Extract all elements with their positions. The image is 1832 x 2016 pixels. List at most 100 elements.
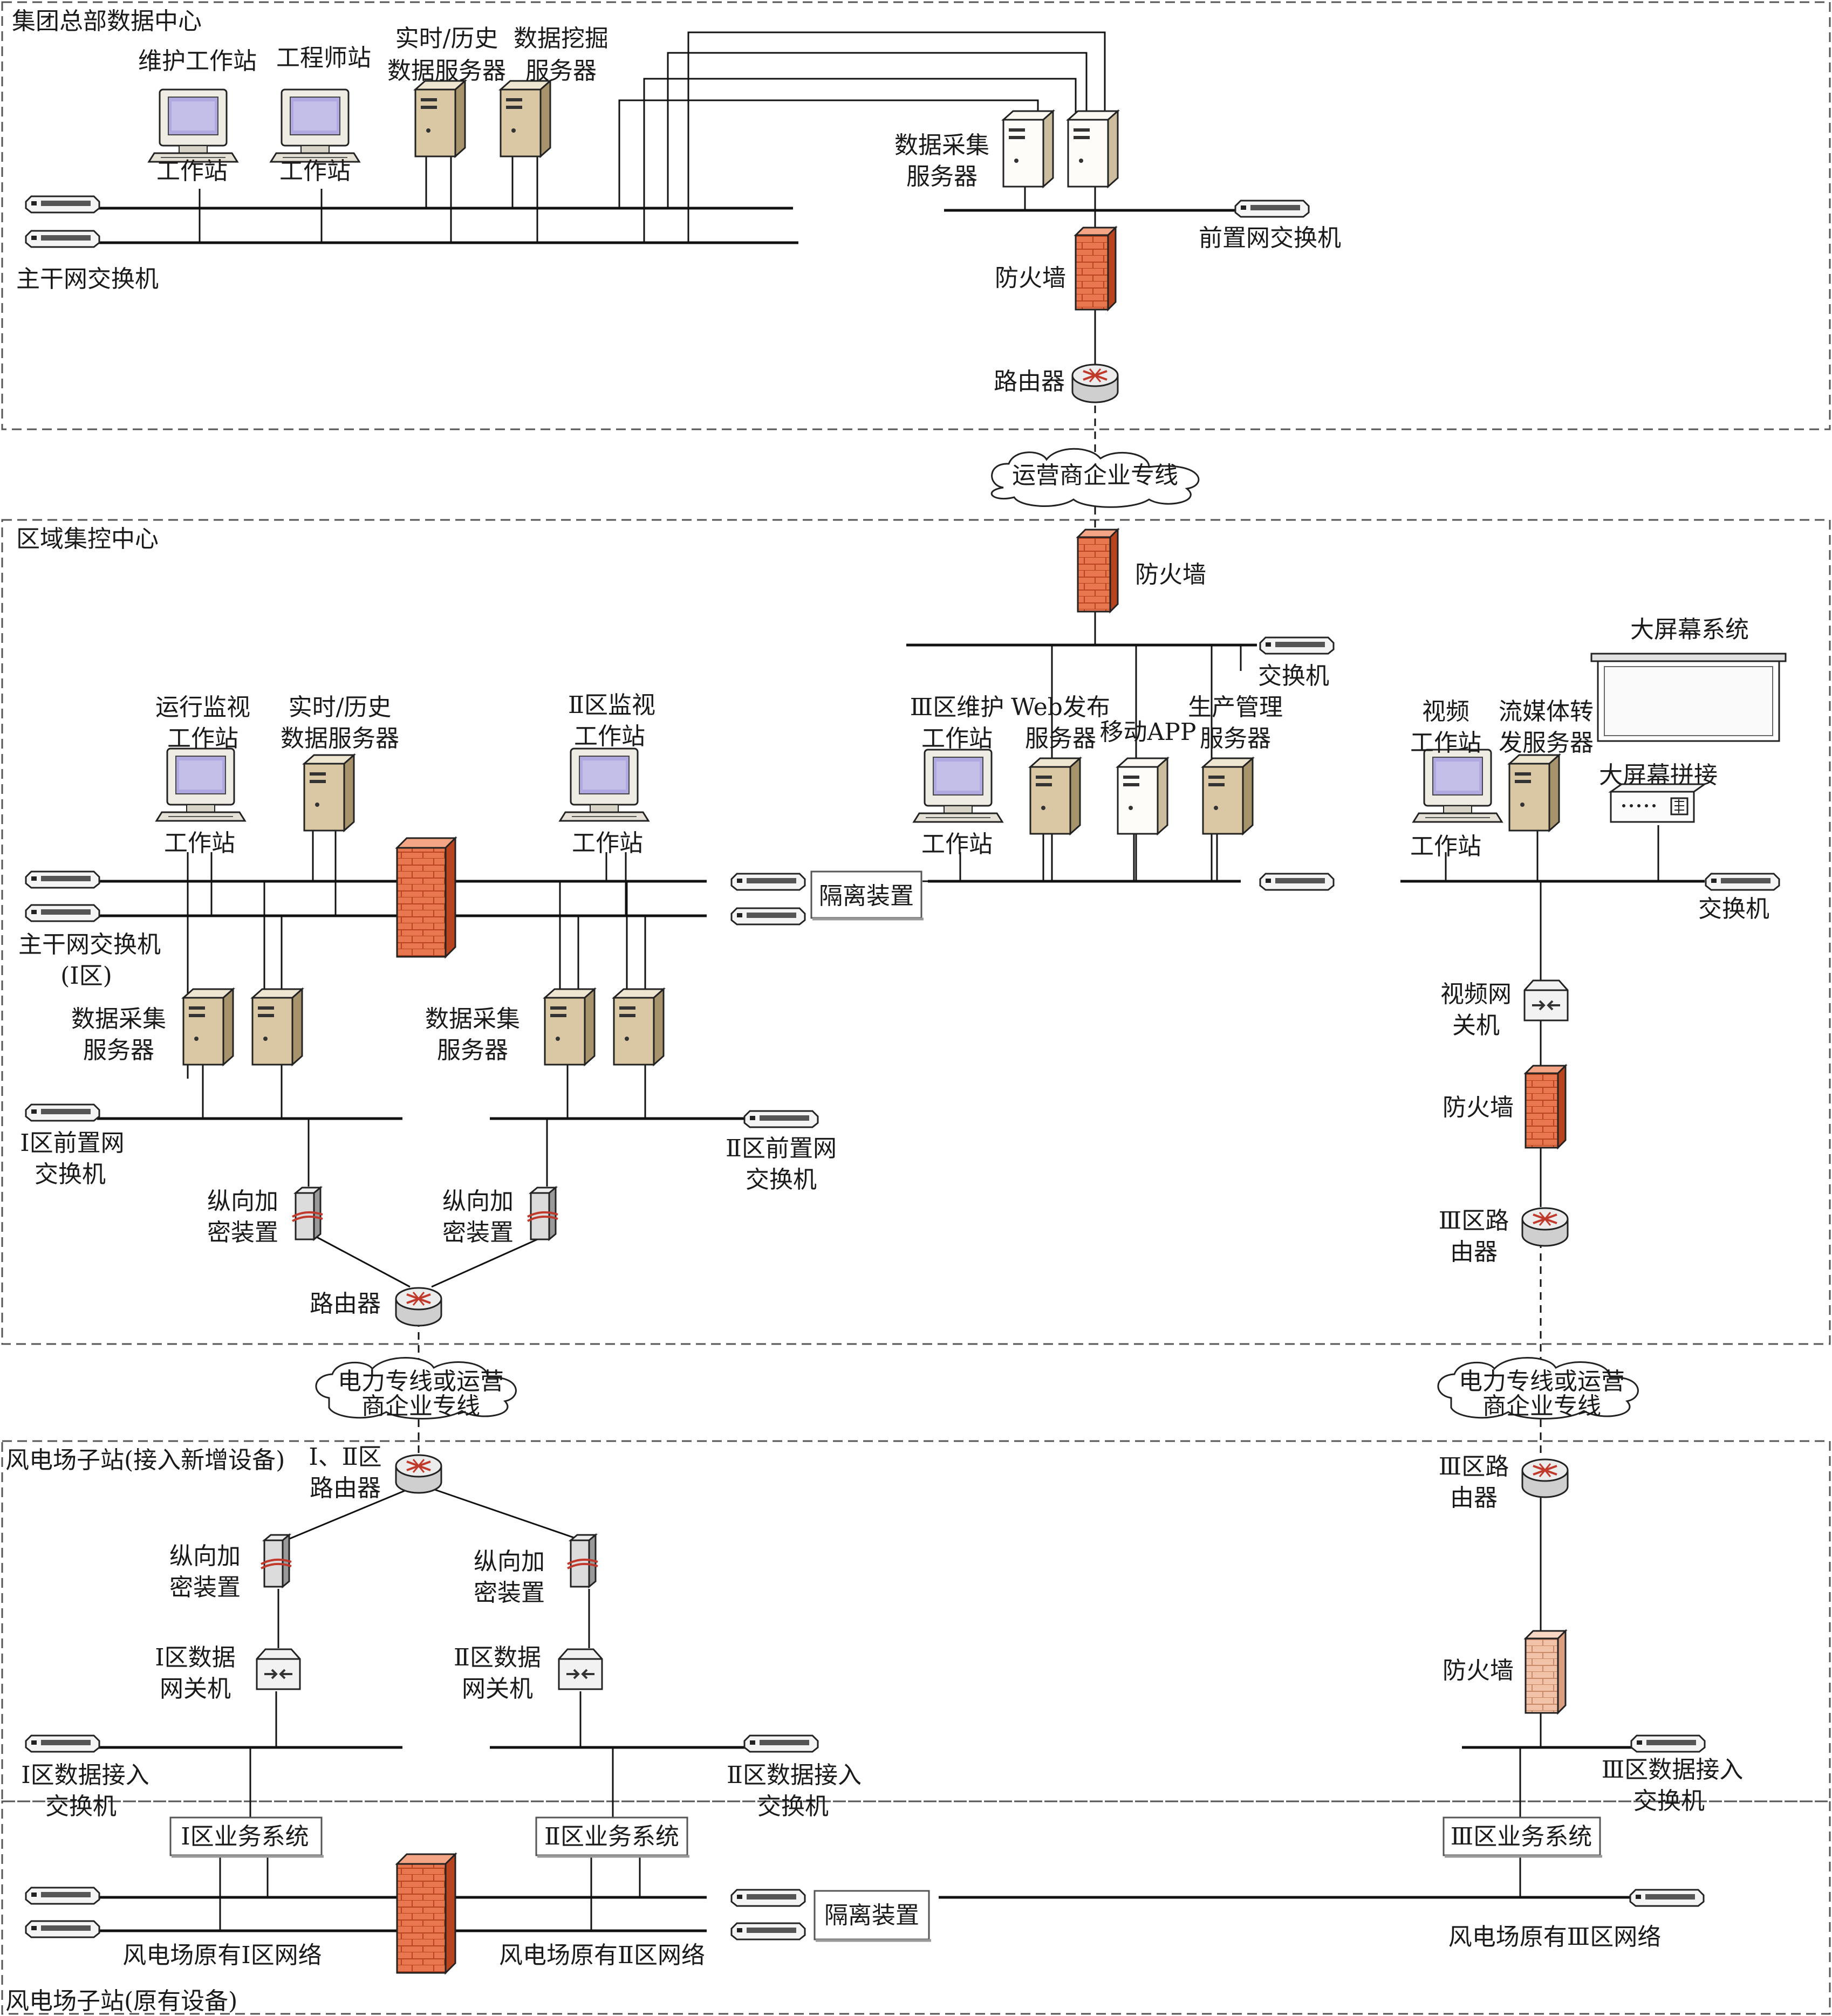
hq-hist-server-label-1: 实时/历史 <box>395 25 498 52</box>
regional-video-ws-label-1: 视频 <box>1422 698 1469 725</box>
regional-z3-maint-ws-label-2: 工作站 <box>921 725 993 752</box>
substation-z1-access-switch-icon <box>25 1734 100 1753</box>
regional-isolation-label: 隔离装置 <box>819 882 914 910</box>
substation-isolation-box <box>814 1890 930 1940</box>
regional-prod-mgmt-server-icon[interactable] <box>1202 757 1254 835</box>
zone-substation-old-label: 风电场子站(原有设备) <box>5 1987 237 2015</box>
regional-video-gateway-icon <box>1523 979 1569 1021</box>
hq-maint-workstation-icon[interactable] <box>148 88 238 163</box>
regional-z2-acq-server-label-2: 服务器 <box>437 1037 508 1064</box>
regional-z3-router-label-2: 由器 <box>1450 1238 1498 1266</box>
substation-old-z1-switch-2-icon <box>25 1920 100 1938</box>
substation-z12-router-label-2: 路由器 <box>310 1475 381 1502</box>
regional-backbone-switch-label-2: (Ⅰ区) <box>60 962 112 990</box>
screen-splicer-icon[interactable] <box>1608 783 1707 823</box>
regional-stream-server-label-2: 发服务器 <box>1499 729 1594 757</box>
regional-right-firewall-label: 防火墙 <box>1443 1094 1514 1121</box>
substation-z3-business-label: Ⅲ区业务系统 <box>1451 1823 1592 1850</box>
power-line-cloud-left-icon <box>315 1357 517 1420</box>
regional-zone-firewall-icon <box>396 837 456 958</box>
regional-run-monitor-ws-label-1: 运行监视 <box>155 694 250 721</box>
hq-firewall-label: 防火墙 <box>995 264 1066 292</box>
regional-web-server-icon[interactable] <box>1029 757 1081 835</box>
substation-z3-access-switch-label-2: 交换机 <box>1633 1787 1705 1815</box>
hq-mining-server-label-2: 服务器 <box>525 57 597 85</box>
power-line-left-label-1: 电力专线或运营 <box>338 1368 504 1395</box>
substation-wires <box>97 1420 1640 1818</box>
substation-z1-encryptor-label-2: 密装置 <box>169 1574 241 1601</box>
regional-z2-encryptor-label-1: 纵向加 <box>442 1188 514 1215</box>
regional-switch-top-label: 交换机 <box>1258 662 1329 690</box>
regional-z1-encryptor-label-2: 密装置 <box>207 1219 278 1246</box>
regional-mobile-app-label: 移动APP <box>1100 718 1197 746</box>
regional-z2-front-switch-icon <box>743 1110 819 1128</box>
zone-hq <box>1 1 1831 430</box>
regional-switch-top-icon <box>1259 636 1335 655</box>
regional-z3-switch-icon <box>1259 873 1335 891</box>
regional-z2-acq-server-2-icon[interactable] <box>613 988 665 1066</box>
substation-z1-access-switch-label-1: Ⅰ区数据接入 <box>21 1761 149 1789</box>
regional-hist-server-icon[interactable] <box>303 754 355 832</box>
power-line-left-label-2: 商企业专线 <box>361 1393 480 1420</box>
hq-hist-server-icon[interactable] <box>414 80 466 157</box>
regional-video-gw-label-2: 关机 <box>1452 1012 1500 1039</box>
regional-z2-switch-2-icon <box>730 907 806 925</box>
regional-z2-acq-server-label-1: 数据采集 <box>425 1005 520 1033</box>
regional-video-ws-label-2: 工作站 <box>1410 729 1481 757</box>
regional-prod-mgmt-label-2: 服务器 <box>1200 725 1271 752</box>
hq-backbone <box>97 31 1241 453</box>
hq-eng-ws-label: 工程师站 <box>276 44 371 72</box>
hq-acq-server-1-icon[interactable] <box>1002 110 1054 188</box>
regional-run-monitor-ws-label-2: 工作站 <box>167 725 238 752</box>
regional-firewall-top-icon <box>1077 529 1119 613</box>
substation-z2-gateway-label-1: Ⅱ区数据 <box>454 1644 541 1671</box>
hq-engineer-workstation-icon[interactable] <box>270 88 360 163</box>
regional-backbone-switch-label-1: 主干网交换机 <box>18 931 161 958</box>
hq-backbone-switch-2-icon <box>25 230 100 248</box>
regional-z1-acq-server-label-2: 服务器 <box>83 1037 154 1064</box>
regional-backbone-switch-1-icon <box>25 870 100 889</box>
hq-eng-ws-caption: 工作站 <box>279 157 351 185</box>
power-line-right-label-2: 商企业专线 <box>1482 1393 1601 1420</box>
regional-web-server-label-1: Web发布 <box>1011 694 1110 721</box>
regional-z2-acq-server-1-icon[interactable] <box>544 988 596 1066</box>
substation-z2-network-label: 风电场原有Ⅱ区网络 <box>499 1942 705 1969</box>
hq-router-icon <box>1071 364 1119 403</box>
substation-z1-network-label: 风电场原有Ⅰ区网络 <box>122 1942 322 1969</box>
regional-z2-monitor-ws-icon[interactable] <box>559 748 650 822</box>
substation-z3-router-icon <box>1521 1458 1569 1498</box>
substation-z1-business-label: Ⅰ区业务系统 <box>181 1823 309 1850</box>
substation-z2-gateway-icon <box>558 1648 603 1690</box>
big-screen-icon <box>1590 653 1787 742</box>
substation-isolation-label: 隔离装置 <box>824 1902 919 1929</box>
regional-isolation-box <box>810 870 922 919</box>
hq-mining-server-icon[interactable] <box>500 80 551 157</box>
substation-z2-business-label: Ⅱ区业务系统 <box>544 1823 679 1850</box>
regional-z3-maint-ws-caption: 工作站 <box>921 831 993 858</box>
regional-wires <box>97 604 1705 1367</box>
substation-z2-access-switch-label-2: 交换机 <box>757 1793 829 1820</box>
regional-stream-server-label-1: 流媒体转 <box>1499 698 1594 725</box>
regional-stream-server-icon[interactable] <box>1508 754 1560 832</box>
regional-z1-acq-server-1-icon[interactable] <box>182 988 234 1066</box>
zone-hq-label: 集团总部数据中心 <box>12 8 202 35</box>
regional-video-ws-icon[interactable] <box>1412 749 1503 823</box>
hq-maint-ws-caption: 工作站 <box>156 157 228 185</box>
regional-z1-acq-server-label-1: 数据采集 <box>71 1005 166 1033</box>
regional-z1-acq-server-2-icon[interactable] <box>251 988 303 1066</box>
substation-old-z1-switch-1-icon <box>25 1887 100 1905</box>
regional-z1-encryptor-label-1: 纵向加 <box>207 1188 278 1215</box>
regional-z2-monitor-ws-label-2: 工作站 <box>574 723 645 750</box>
regional-z2-front-switch-label-2: 交换机 <box>746 1166 817 1194</box>
substation-firewall-label: 防火墙 <box>1443 1657 1514 1684</box>
regional-mobile-app-server-icon[interactable] <box>1117 757 1168 835</box>
substation-z2-encryptor-icon <box>566 1534 599 1588</box>
hq-acq-server-2-icon[interactable] <box>1067 110 1119 188</box>
regional-run-monitor-ws-icon[interactable] <box>155 748 246 822</box>
hq-backbone-switch-label: 主干网交换机 <box>16 265 159 293</box>
regional-z3-maint-ws-icon[interactable] <box>913 749 1003 823</box>
substation-z1-gateway-icon <box>256 1648 301 1690</box>
regional-router-label: 路由器 <box>310 1290 381 1318</box>
hq-backbone-switch-1-icon <box>25 195 100 214</box>
regional-z2-encryptor-label-2: 密装置 <box>442 1219 514 1246</box>
